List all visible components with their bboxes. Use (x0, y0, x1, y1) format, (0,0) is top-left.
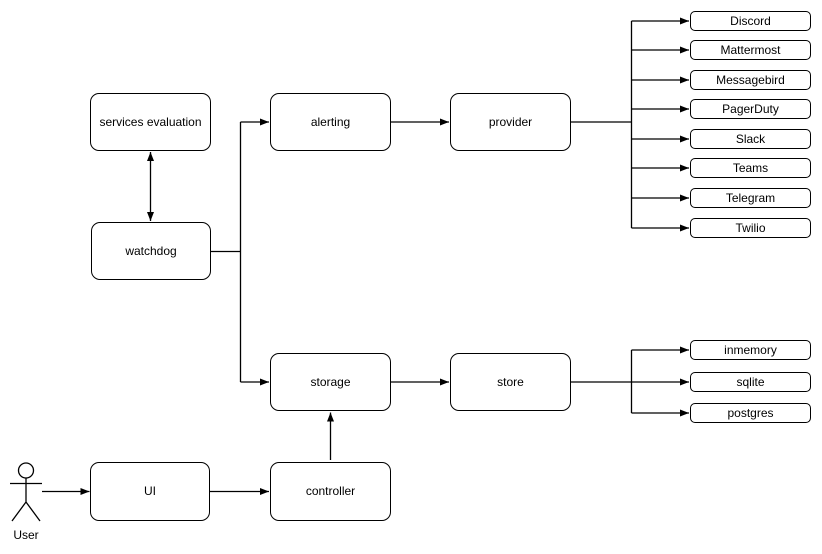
node-label: Teams (732, 160, 769, 175)
node-provider-target-slack: Slack (690, 129, 811, 149)
node-provider-target-mattermost: Mattermost (690, 40, 811, 60)
node-label: PagerDuty (722, 101, 779, 116)
node-label: storage (310, 374, 351, 389)
node-label: Mattermost (720, 42, 781, 57)
node-label: Twilio (735, 220, 766, 235)
node-store: store (450, 353, 571, 411)
node-label: postgres (727, 405, 774, 420)
node-label: Telegram (725, 190, 776, 205)
node-label: store (497, 374, 524, 389)
node-watchdog: watchdog (91, 222, 211, 280)
node-label: controller (305, 484, 356, 499)
node-label: watchdog (125, 243, 177, 258)
user-actor-label: User (13, 528, 39, 542)
node-label: Discord (730, 13, 771, 28)
node-provider-target-pagerduty: PagerDuty (690, 99, 811, 119)
node-store-target-postgres: postgres (690, 403, 811, 423)
node-storage: storage (270, 353, 391, 411)
node-alerting: alerting (270, 93, 391, 151)
node-label: inmemory (724, 342, 777, 357)
node-provider-target-discord: Discord (690, 11, 811, 31)
node-provider-target-telegram: Telegram (690, 188, 811, 208)
node-ui: UI (90, 462, 210, 521)
node-provider-target-twilio: Twilio (690, 218, 811, 238)
node-services-evaluation: services evaluation (90, 93, 211, 151)
node-label: UI (144, 484, 156, 499)
node-provider: provider (450, 93, 571, 151)
node-label: sqlite (736, 374, 765, 389)
node-label: provider (488, 114, 533, 129)
node-label: services evaluation (99, 114, 202, 129)
node-controller: controller (270, 462, 391, 521)
node-label: alerting (310, 114, 351, 129)
node-store-target-inmemory: inmemory (690, 340, 811, 360)
node-label: Slack (735, 131, 766, 146)
node-label: Messagebird (716, 72, 785, 87)
node-store-target-sqlite: sqlite (690, 372, 811, 392)
user-actor-icon (10, 462, 42, 522)
node-provider-target-messagebird: Messagebird (690, 70, 811, 90)
node-provider-target-teams: Teams (690, 158, 811, 178)
